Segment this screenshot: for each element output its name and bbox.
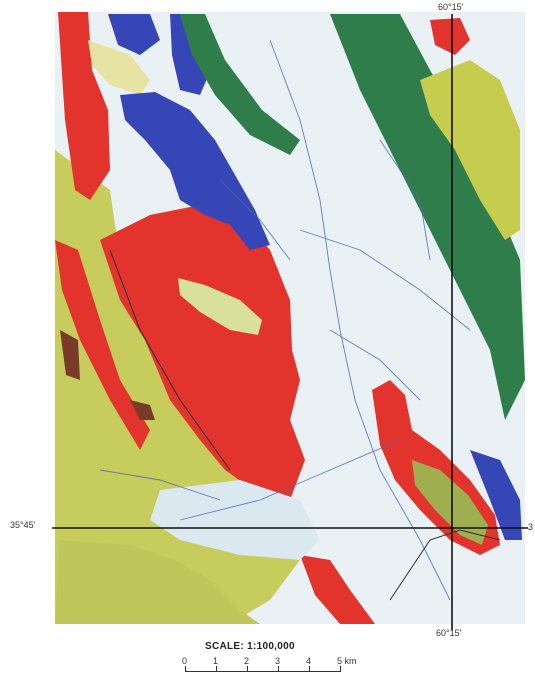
- red-strip-west: [58, 12, 110, 200]
- scale-tick: 2: [244, 656, 249, 672]
- scale-line: [185, 671, 341, 672]
- dark-green-belt-east: [330, 14, 525, 420]
- scale-bar: 0 1 2 3 4 5 km: [182, 656, 362, 678]
- drainage-network: [99, 39, 471, 601]
- pale-yellow-lens-central: [178, 278, 262, 335]
- scale-tick: 1: [213, 656, 218, 672]
- scale-tick: 4: [306, 656, 311, 672]
- fault-lines: [109, 249, 501, 601]
- coord-right-edge: 3: [528, 522, 534, 532]
- alluvium-channel-south: [150, 480, 320, 560]
- red-unit-northeast: [430, 18, 470, 55]
- coord-top-right: 60°15': [438, 2, 464, 12]
- dark-green-band-north: [180, 14, 300, 155]
- scale-tick: 5 km: [337, 656, 357, 672]
- red-strip-south: [300, 555, 375, 624]
- blue-unit-north: [120, 92, 270, 250]
- scale-tick: 3: [275, 656, 280, 672]
- red-intrusion-central: [100, 205, 305, 500]
- coord-left: 35°45': [10, 520, 36, 530]
- pale-yellow-lens-north: [88, 40, 150, 95]
- scale-title: SCALE: 1:100,000: [205, 641, 295, 652]
- scale-tick: 0: [182, 656, 187, 672]
- brown-patch-west-2: [130, 400, 155, 420]
- blue-unit-east: [470, 450, 522, 540]
- yellow-green-field-south: [55, 540, 260, 624]
- blue-unit-northwest: [108, 14, 160, 55]
- yellow-green-unit-east: [420, 60, 520, 240]
- olive-lens-southeast: [412, 460, 488, 545]
- brown-patch-west: [60, 330, 80, 380]
- red-strip-west-2: [55, 240, 150, 450]
- coord-bottom-right: 60°15': [436, 628, 462, 638]
